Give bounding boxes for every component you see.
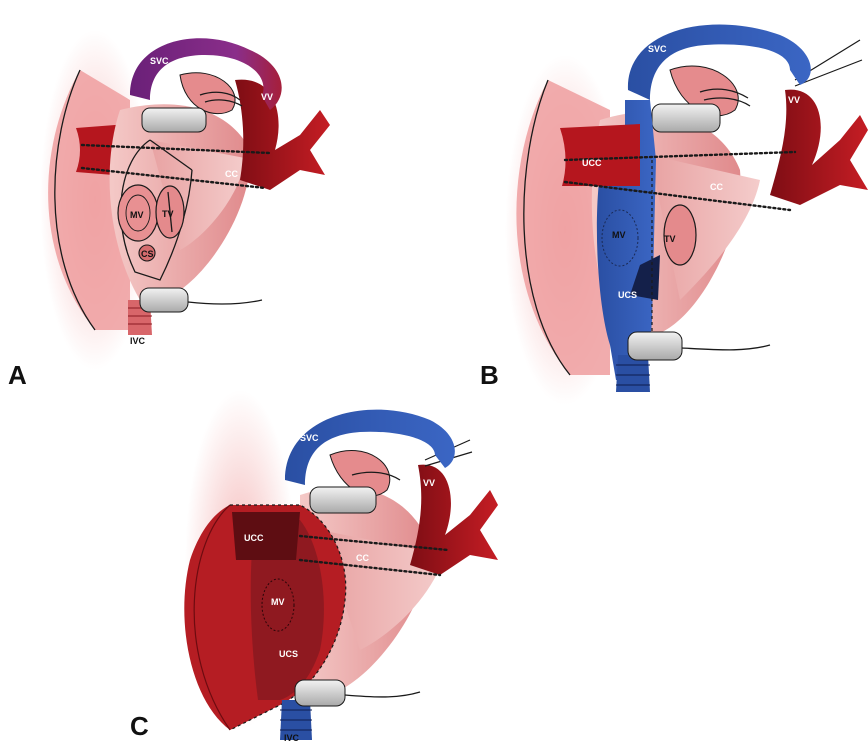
panel-a-svc-clamp <box>142 108 206 132</box>
panel-a-label-ivc: IVC <box>130 336 146 346</box>
panel-a-label-vv: VV <box>261 92 273 102</box>
panel-b-label-tv: TV <box>664 234 676 244</box>
panel-b-label-ucs: UCS <box>618 290 637 300</box>
panel-a-label-svc: SVC <box>150 56 169 66</box>
panel-b: SVC VV UCC CC MV TV UCS B <box>480 24 868 405</box>
panel-c: SVC VV UCC CC MV UCS IVC C <box>130 390 498 743</box>
panel-b-label-svc: SVC <box>648 44 667 54</box>
panel-c-label-ivc: IVC <box>284 733 300 743</box>
panel-a-clamp-handle <box>188 300 262 304</box>
panel-b-letter: B <box>480 360 499 390</box>
panel-c-clamp-handle <box>345 692 420 697</box>
panel-b-clamp-handle <box>682 345 770 350</box>
panel-b-ivc <box>616 355 650 392</box>
panel-c-label-svc: SVC <box>300 433 319 443</box>
panel-b-label-ucc: UCC <box>582 158 602 168</box>
panel-c-label-ucs: UCS <box>279 649 298 659</box>
panel-c-label-ucc: UCC <box>244 533 264 543</box>
panel-a-label-tv: TV <box>162 209 174 219</box>
panel-b-ucc-vessel <box>560 124 640 186</box>
panel-c-label-vv: VV <box>423 478 435 488</box>
panel-b-label-vv: VV <box>788 95 800 105</box>
panel-a-vertical-vein <box>235 80 330 190</box>
panel-c-label-mv: MV <box>271 597 285 607</box>
panel-b-label-cc: CC <box>710 182 723 192</box>
panel-c-label-cc: CC <box>356 553 369 563</box>
panel-c-ivc-clamp <box>295 680 345 706</box>
panel-c-svc-clamp <box>310 487 376 513</box>
panel-a-label-cs: CS <box>141 249 154 259</box>
panel-a-label-cc: CC <box>225 169 238 179</box>
panel-b-vertical-vein <box>770 90 868 205</box>
panel-b-label-mv: MV <box>612 230 626 240</box>
panel-c-ucc <box>232 512 300 560</box>
panel-a-label-mv: MV <box>130 210 144 220</box>
panel-a-ivc-clamp <box>140 288 188 312</box>
panel-c-letter: C <box>130 711 149 741</box>
panel-b-svc-clamp <box>652 104 720 132</box>
panel-a-letter: A <box>8 360 27 390</box>
panel-b-ivc-clamp <box>628 332 682 360</box>
panel-a: SVC VV CC MV TV CS IVC A <box>8 30 330 390</box>
